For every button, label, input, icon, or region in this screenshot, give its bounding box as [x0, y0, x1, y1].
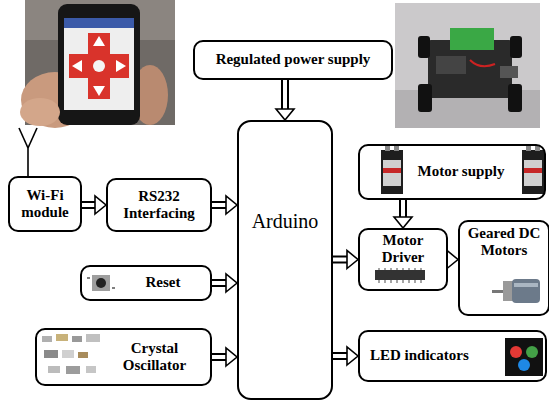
arrow-shaft-inner [333, 258, 347, 262]
block-arrow [212, 274, 237, 292]
battery-icon [381, 146, 403, 194]
wifi-module-box: Wi-Fi module [8, 176, 82, 232]
arrow-shaft-inner [401, 200, 405, 217]
components-icon [42, 334, 100, 374]
ic-chip-icon [375, 268, 425, 283]
block-arrow [333, 251, 358, 269]
push-button-icon [87, 275, 115, 291]
microcontroller-box: Arduino [237, 120, 333, 400]
arrow-head [447, 251, 458, 269]
block-arrow [447, 251, 458, 269]
robot-photo [395, 3, 540, 128]
motor-driver-box: Motor Driver [358, 228, 448, 291]
arrow-shaft-outline [281, 80, 289, 109]
box-label: Arduino [252, 210, 319, 233]
block-arrow [276, 80, 294, 120]
arrow-shaft-inner [82, 203, 95, 207]
arrow-shaft-outline [212, 279, 226, 287]
block-arrow [82, 196, 106, 214]
motor-box: Geared DC Motors [458, 220, 549, 316]
phone-photo [20, 0, 175, 128]
block-arrow [394, 200, 412, 228]
reset-box: Reset [80, 265, 212, 301]
led-icon [505, 338, 543, 376]
arrow-head [95, 196, 106, 214]
arrow-shaft-inner [212, 281, 226, 285]
box-label: Motor Driver [364, 232, 442, 267]
dc-motor-icon [492, 279, 540, 303]
arrow-head [226, 274, 237, 292]
arrow-head [276, 109, 294, 120]
box-label: Crystal Oscillator [105, 340, 204, 375]
arrow-shaft-outline [399, 200, 407, 217]
arrow-shaft-inner [212, 355, 226, 359]
arrow-head [347, 251, 358, 269]
box-label: RS232 Interfacing [112, 188, 206, 223]
arrow-head [226, 348, 237, 366]
arrow-head [394, 217, 412, 228]
interface-box: RS232 Interfacing [106, 178, 212, 232]
antenna-symbol [19, 128, 37, 176]
power-supply-box: Regulated power supply [193, 40, 393, 80]
arrow-shaft-outline [333, 256, 347, 264]
led-indicator-box: LED indicators [358, 330, 547, 382]
box-label: Geared DC Motors [463, 225, 545, 260]
arrow-shaft-inner [333, 354, 347, 358]
block-arrow [333, 347, 358, 365]
arrow-shaft-outline [212, 353, 226, 361]
arrow-shaft-outline [212, 201, 226, 209]
block-arrow [212, 348, 237, 366]
arrow-shaft-inner [212, 203, 226, 207]
box-label: LED indicators [370, 347, 469, 364]
arrow-head [226, 196, 237, 214]
box-label: Wi-Fi module [14, 187, 76, 222]
arrow-shaft-outline [82, 201, 95, 209]
box-label: Motor supply [418, 163, 505, 180]
arrow-shaft-inner [283, 80, 287, 109]
box-label: Reset [146, 274, 181, 291]
oscillator-box: Crystal Oscillator [35, 328, 212, 386]
battery-icon [522, 146, 544, 194]
box-label: Regulated power supply [216, 51, 371, 68]
arrow-shaft-outline [333, 352, 347, 360]
arrow-head [347, 347, 358, 365]
block-arrow [212, 196, 237, 214]
motor-supply-box: Motor supply [358, 144, 546, 200]
